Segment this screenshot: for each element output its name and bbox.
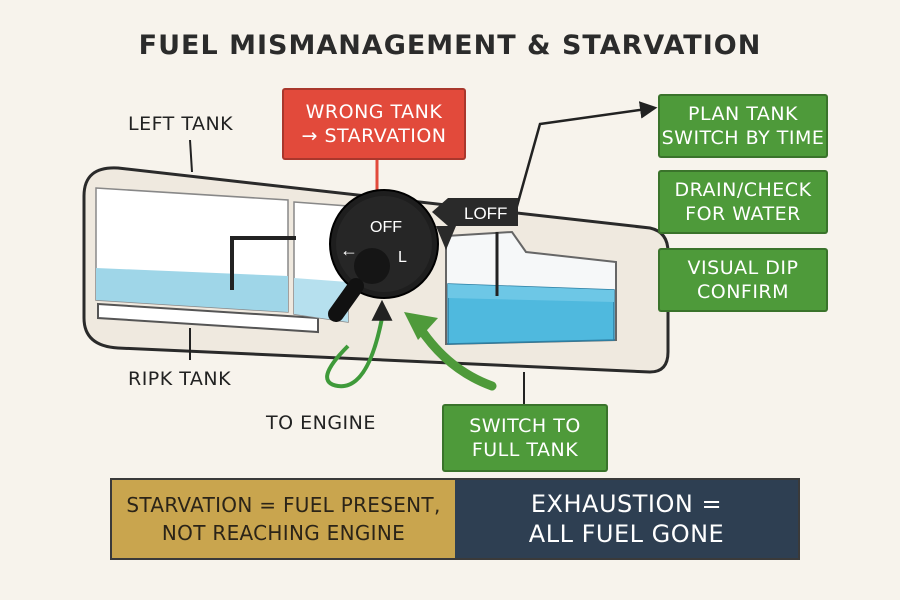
switch-line1: SWITCH TO (469, 414, 581, 438)
leader-arrow-icon (512, 108, 654, 224)
left-tank-label: LEFT TANK (128, 113, 233, 135)
selector-arrow-label: ← (340, 240, 358, 260)
exhaustion-line2: ALL FUEL GONE (529, 519, 724, 549)
dip-line1: VISUAL DIP (688, 256, 799, 280)
plan-line2: SWITCH BY TIME (662, 126, 825, 150)
starvation-line1: STARVATION = FUEL PRESENT, (126, 491, 440, 519)
left-tank-leader (190, 140, 192, 172)
exhaustion-line1: EXHAUSTION = (531, 489, 722, 519)
switch-line2: FULL TANK (472, 438, 578, 462)
loff-label: LOFF (464, 204, 507, 223)
selector-off-label: OFF (370, 219, 402, 236)
drain-check-callout: DRAIN/CHECK FOR WATER (658, 170, 828, 234)
switch-full-tank-callout: SWITCH TO FULL TANK (442, 404, 608, 472)
visual-dip-callout: VISUAL DIP CONFIRM (658, 248, 828, 312)
wrong-tank-line1: WRONG TANK (306, 100, 443, 124)
drain-line2: FOR WATER (685, 202, 801, 226)
selector-left-label: L (398, 249, 407, 266)
dip-line2: CONFIRM (697, 280, 789, 304)
starvation-line2: NOT REACHING ENGINE (162, 519, 405, 547)
definition-bar: STARVATION = FUEL PRESENT, NOT REACHING … (110, 478, 800, 560)
plan-tank-callout: PLAN TANK SWITCH BY TIME (658, 94, 828, 158)
plan-line1: PLAN TANK (688, 102, 798, 126)
wrong-tank-callout: WRONG TANK → STARVATION (282, 88, 466, 160)
exhaustion-definition: EXHAUSTION = ALL FUEL GONE (455, 480, 798, 558)
wrong-tank-line2: → STARVATION (302, 124, 447, 148)
starvation-definition: STARVATION = FUEL PRESENT, NOT REACHING … (112, 480, 455, 558)
to-engine-label: TO ENGINE (266, 412, 376, 434)
ripk-tank-label: RIPK TANK (128, 368, 231, 390)
drain-line1: DRAIN/CHECK (674, 178, 811, 202)
